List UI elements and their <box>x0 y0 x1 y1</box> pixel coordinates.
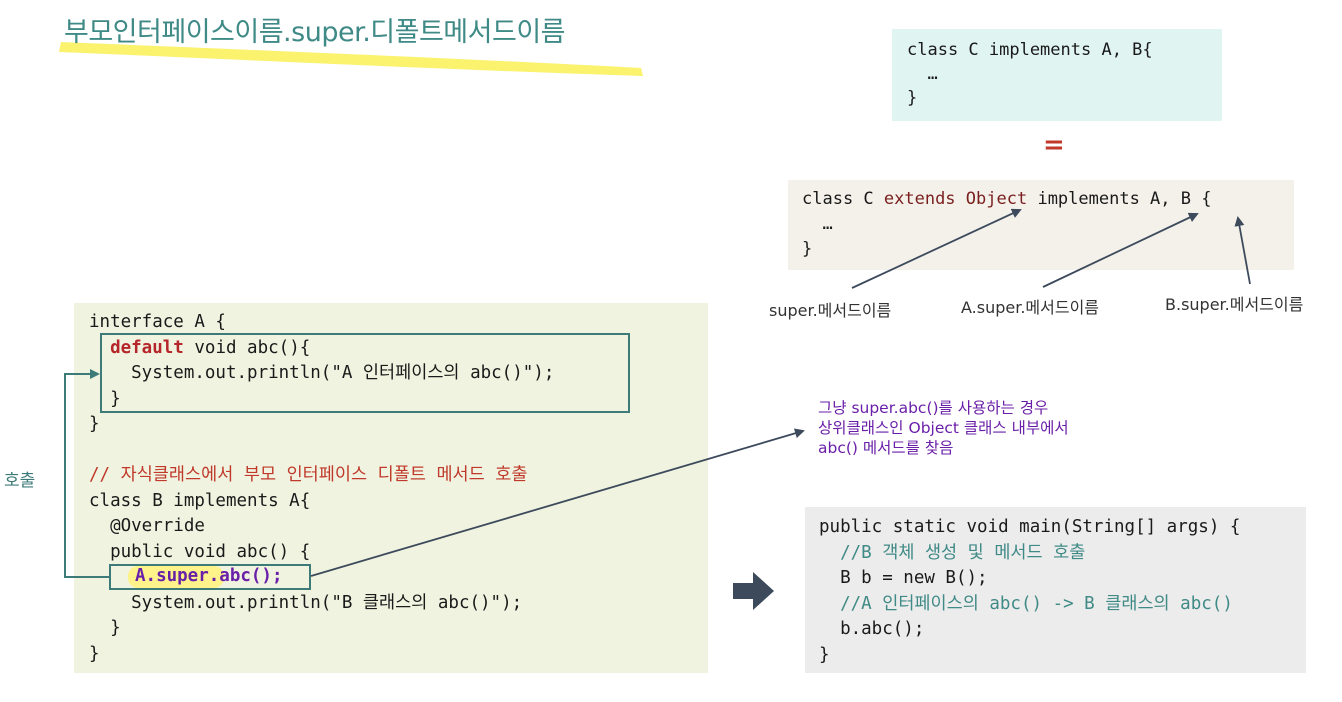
call-loop-line <box>64 369 109 578</box>
b-super-method-label: B.super.메서드이름 <box>1165 295 1304 314</box>
super-method-label: super.메서드이름 <box>769 301 892 320</box>
code-line: public static void main(String[] args) { <box>819 517 1241 537</box>
note-pointer-line <box>310 428 805 577</box>
code-line: default void abc(){ <box>89 336 708 362</box>
code-text: class C <box>802 189 884 209</box>
code-line: class C implements A, B{ <box>907 40 1153 60</box>
extends-keyword: extends <box>883 189 956 209</box>
code-line: b.abc(); <box>819 619 925 639</box>
code-line: System.out.println("B 클래스의 abc()"); <box>89 592 523 613</box>
note-line: 상위클래스인 Object 클래스 내부에서 <box>818 419 1069 437</box>
code-line: class B implements A{ <box>89 490 311 511</box>
note-line: 그냥 super.abc()를 사용하는 경우 <box>818 399 1049 417</box>
main-method-code-box: public static void main(String[] args) {… <box>805 507 1306 673</box>
super-note: 그냥 super.abc()를 사용하는 경우 상위클래스인 Object 클래… <box>818 398 1069 458</box>
equals-sign: = <box>1043 130 1065 160</box>
code-line: } <box>802 239 813 259</box>
call-label: 호출 <box>4 471 36 491</box>
code-text: void abc(){ <box>183 337 311 358</box>
title-highlight <box>59 42 643 76</box>
note-line: abc() 메서드를 찾음 <box>818 439 954 457</box>
super-call-frame <box>109 564 311 590</box>
class-c-code-box: class C implements A, B{ … } <box>892 29 1222 121</box>
code-line: class C extends Object implements A, B { <box>802 187 1294 212</box>
code-line: } <box>89 388 121 409</box>
code-line: … <box>907 64 938 84</box>
b-super-pointer-line <box>1234 216 1251 285</box>
right-arrow-icon <box>733 572 774 610</box>
code-line: } <box>819 644 830 665</box>
code-line: B b = new B(); <box>819 568 988 588</box>
code-line: } <box>89 414 100 434</box>
code-line: … <box>802 214 833 234</box>
code-comment: //B 객체 생성 및 메서드 호출 <box>819 542 1086 563</box>
interface-code-box: interface A { default void abc(){ System… <box>74 303 708 673</box>
super-pointer-line <box>851 208 1022 289</box>
code-line: @Override <box>89 516 205 536</box>
code-comment: //A 인터페이스의 abc() -> B 클래스의 abc() <box>819 593 1233 614</box>
call-highlight <box>128 566 224 588</box>
code-line: public void abc() { <box>89 541 311 562</box>
a-super-pointer-line <box>1042 212 1199 288</box>
super-call-code: A.super.abc(); <box>135 566 283 586</box>
a-super-method-label: A.super.메서드이름 <box>961 298 1100 317</box>
code-line: } <box>89 618 121 638</box>
code-line: interface A { <box>89 312 226 332</box>
code-comment: // 자식클래스에서 부모 인터페이스 디폴트 메서드 호출 <box>89 465 528 485</box>
default-method-frame <box>100 333 630 413</box>
default-keyword: default <box>110 337 184 358</box>
object-keyword: Object <box>965 189 1028 209</box>
page-title: 부모인터페이스이름.super.디폴트메서드이름 <box>64 17 566 48</box>
code-line: System.out.println("A 인터페이스의 abc()"); <box>89 363 555 383</box>
code-line: } <box>89 643 100 664</box>
code-text: implements A, B { <box>1027 189 1212 209</box>
code-line: } <box>907 88 918 108</box>
extends-code-box: class C extends Object implements A, B {… <box>788 180 1294 270</box>
